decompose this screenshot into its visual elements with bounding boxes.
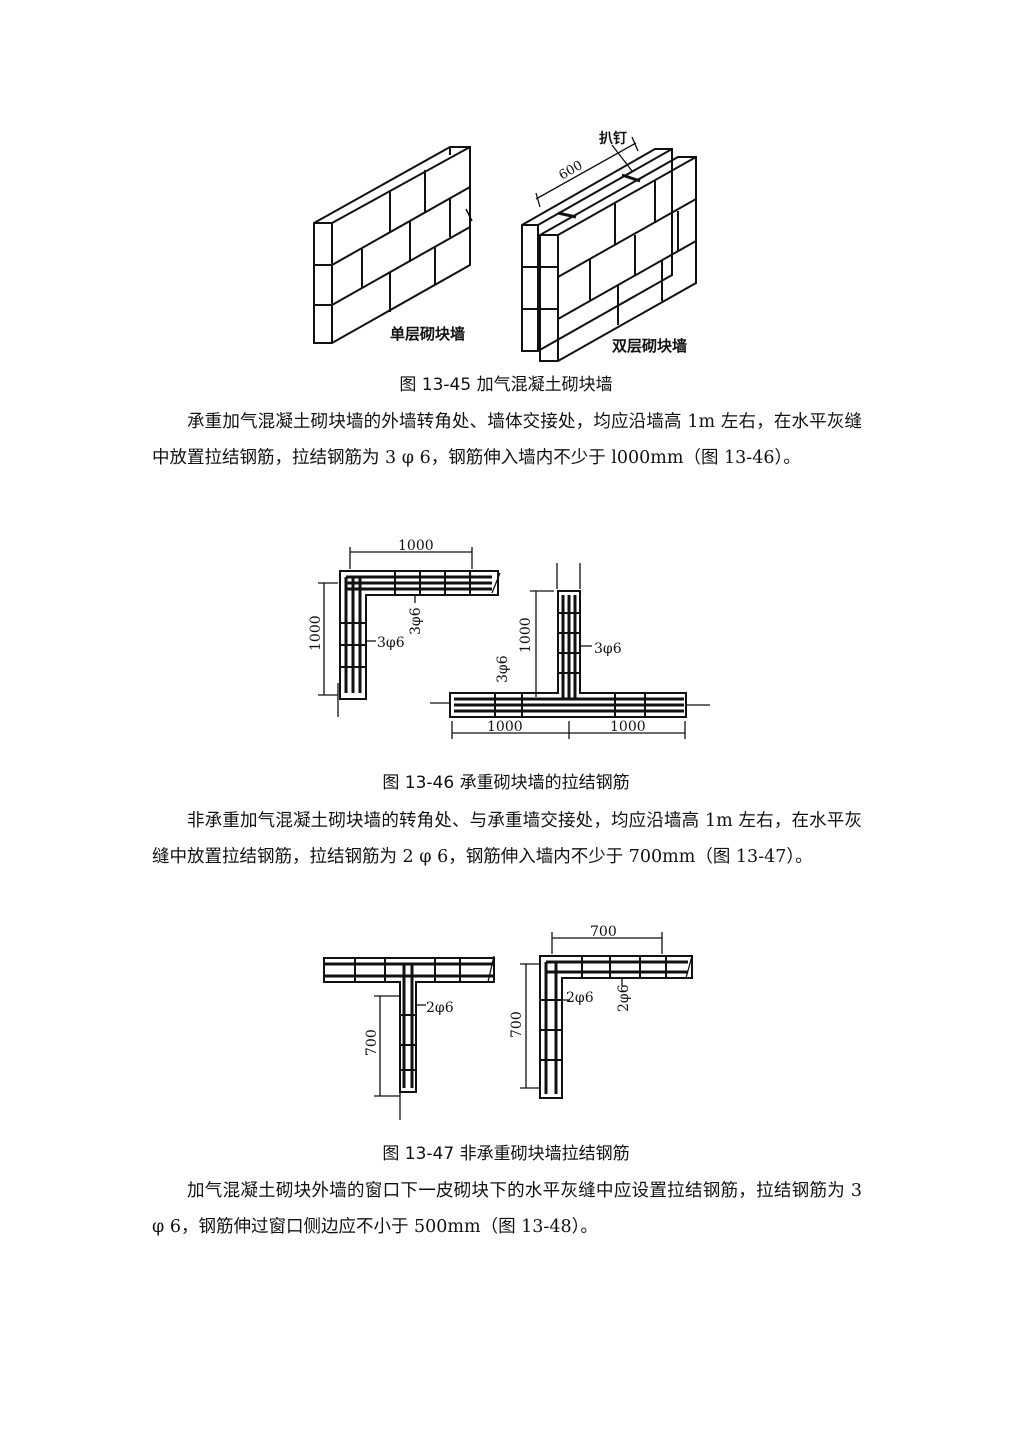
- figure-13-47-caption: 图 13-47 非承重砌块墙拉结钢筋: [382, 1144, 630, 1164]
- paragraph-3: 加气混凝土砌块外墙的窗口下一皮砌块下的水平灰缝中应设置拉结钢筋，拉结钢筋为 3 …: [152, 1181, 862, 1237]
- tee-bottom-right-dim: 1000: [610, 719, 646, 735]
- figure-13-45: 单层砌块墙 600 扒钉 双层砌块墙: [313, 130, 697, 362]
- tee-side-dim: 1000: [518, 617, 534, 653]
- corner-top-dim: 700: [590, 924, 617, 940]
- tee-bottom-left-dim: 1000: [487, 719, 523, 735]
- double-wall-label: 双层砌块墙: [612, 337, 687, 355]
- double-wall-drawing: [521, 136, 697, 362]
- corner-joint-drawing: [520, 932, 693, 1099]
- corner-top-dim: 1000: [398, 538, 434, 554]
- corner-rebar-v: 2φ6: [616, 984, 632, 1012]
- single-wall-label: 单层砌块墙: [390, 325, 465, 343]
- corner-side-dim: 700: [509, 1011, 525, 1038]
- nail-label: 扒钉: [599, 130, 627, 147]
- figure-13-46: 1000 1000 3φ6 3φ6 1000 3φ6 3φ6 1000 1000: [308, 538, 710, 739]
- corner-joint-drawing: [318, 547, 501, 717]
- tee-rebar-v: 3φ6: [495, 655, 511, 683]
- figure-13-46-caption: 图 13-46 承重砌块墙的拉结钢筋: [382, 773, 630, 793]
- corner-rebar-v: 3φ6: [408, 607, 424, 635]
- tee-dim-label: 700: [364, 1029, 380, 1056]
- corner-side-dim: 1000: [308, 615, 324, 651]
- single-wall-drawing: [313, 146, 473, 344]
- tee-rebar-label: 2φ6: [426, 1000, 454, 1016]
- figure-13-47: 2φ6 700 700 700 2φ6 2φ6: [323, 924, 693, 1120]
- figure-13-45-caption: 图 13-45 加气混凝土砌块墙: [399, 375, 613, 395]
- tee-joint-drawing: [323, 955, 495, 1120]
- corner-rebar-h: 2φ6: [566, 990, 594, 1006]
- tee-joint-drawing: [430, 563, 710, 739]
- corner-rebar-h: 3φ6: [377, 635, 405, 651]
- tee-rebar-h: 3φ6: [594, 641, 622, 657]
- paragraph-2: 非承重加气混凝土砌块墙的转角处、与承重墙交接处，均应沿墙高 1m 左右，在水平灰…: [152, 811, 862, 867]
- paragraph-1: 承重加气混凝土砌块墙的外墙转角处、墙体交接处，均应沿墙高 1m 左右，在水平灰缝…: [152, 412, 862, 468]
